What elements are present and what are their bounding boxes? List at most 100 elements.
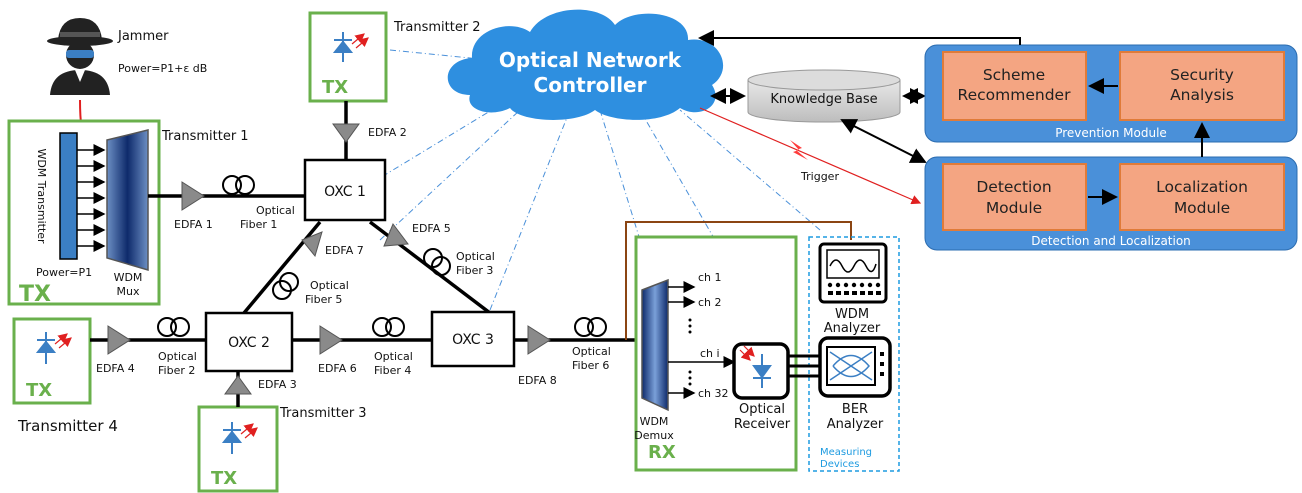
t1-tx-tag: TX bbox=[19, 282, 51, 307]
wdm-demux-icon bbox=[641, 278, 669, 412]
spy-icon bbox=[47, 18, 113, 95]
transmitter-2[interactable]: TX bbox=[308, 11, 388, 103]
channel-2-label: ch 2 bbox=[698, 296, 722, 309]
oxc-3[interactable]: OXC 3 bbox=[430, 310, 516, 368]
fiber-5-line2: Fiber 5 bbox=[305, 293, 342, 306]
wdm-transmitter-label: WDM Transmitter bbox=[35, 148, 48, 244]
transmitter-1-label: Transmitter 1 bbox=[161, 129, 249, 144]
fiber-4-coil-icon bbox=[372, 317, 405, 337]
channel-32-label: ch 32 bbox=[698, 387, 729, 400]
channel-i-label: ch i bbox=[700, 347, 720, 360]
fiber-6-line2: Fiber 6 bbox=[572, 359, 609, 372]
incident-light-icon bbox=[739, 345, 755, 361]
oxc-1-label: OXC 1 bbox=[324, 184, 366, 200]
fiber-1-line2: Fiber 1 bbox=[240, 218, 277, 231]
wdm-analyzer[interactable] bbox=[818, 242, 888, 304]
wdm-mux-icon bbox=[106, 129, 149, 272]
receiver[interactable]: ch 1 ch 2 ch i ch 32 WDM Demux RX Optica… bbox=[634, 235, 798, 472]
edfa-3-icon bbox=[224, 375, 252, 395]
edfa-5-icon bbox=[383, 222, 409, 247]
edfa-3-label: EDFA 3 bbox=[258, 378, 297, 391]
fiber-6-line1: Optical bbox=[572, 345, 611, 358]
edfa-5-label: EDFA 5 bbox=[412, 222, 451, 235]
fiber-4-line2: Fiber 4 bbox=[374, 364, 411, 377]
edfa-6-label: EDFA 6 bbox=[318, 362, 357, 375]
prevention-module[interactable]: Scheme Recommender Security Analysis Pre… bbox=[924, 44, 1298, 143]
localization-line1: Localization bbox=[1156, 178, 1248, 196]
transmitter-3[interactable]: TX bbox=[197, 405, 279, 493]
jammer-label: Jammer bbox=[117, 29, 169, 44]
prevention-caption: Prevention Module bbox=[1055, 126, 1167, 140]
edfa-1-icon bbox=[181, 181, 205, 211]
rx-tag: RX bbox=[648, 442, 676, 463]
wdm-analyzer-line2: Analyzer bbox=[824, 321, 881, 336]
t1-mux-line2: Mux bbox=[117, 285, 140, 298]
detection-module-box[interactable] bbox=[942, 163, 1087, 231]
t4-tx-tag: TX bbox=[26, 380, 52, 401]
demux-line1: WDM bbox=[640, 415, 669, 428]
fiber-4-line1: Optical bbox=[374, 350, 413, 363]
wdm-analyzer-line1: WDM bbox=[835, 307, 869, 322]
detection-caption: Detection and Localization bbox=[1031, 234, 1191, 248]
monitor-tap-line bbox=[625, 221, 852, 340]
emission-arrows-icon bbox=[54, 333, 72, 349]
channel-ellipsis-top bbox=[688, 318, 692, 334]
oxc-1[interactable]: OXC 1 bbox=[303, 158, 387, 222]
transmitter-1[interactable]: WDM Transmitter Power=P1 WDM Mux TX bbox=[7, 119, 161, 307]
laser-diode-icon bbox=[221, 422, 243, 454]
detection-line1: Detection bbox=[976, 178, 1051, 196]
fiber-1-line1: Optical bbox=[256, 204, 295, 217]
t3-tx-tag: TX bbox=[211, 468, 237, 489]
t1-mux-line1: WDM bbox=[114, 271, 143, 284]
jammer-power: Power=P1+ε dB bbox=[118, 62, 207, 75]
measuring-caption-line1: Measuring bbox=[820, 447, 872, 458]
edfa-8-label: EDFA 8 bbox=[518, 374, 557, 387]
trigger-label: Trigger bbox=[800, 170, 839, 183]
controller-title-line1: Optical Network bbox=[499, 48, 682, 72]
lightning-icon bbox=[790, 140, 808, 160]
oxc-2[interactable]: OXC 2 bbox=[204, 311, 294, 373]
receiver-to-analyzer-lines bbox=[788, 354, 820, 378]
controller-title-line2: Controller bbox=[534, 73, 647, 97]
detection-module[interactable]: Detection Module Localization Module Det… bbox=[924, 156, 1298, 251]
optical-receiver[interactable] bbox=[732, 342, 790, 400]
knowledge-base-label: Knowledge Base bbox=[770, 92, 877, 107]
fiber-3-coil-icon bbox=[423, 248, 451, 276]
jammer[interactable]: Jammer Power=P1+ε dB bbox=[47, 18, 207, 95]
fiber-2-line1: Optical bbox=[158, 350, 197, 363]
demux-line2: Demux bbox=[634, 429, 674, 442]
laser-diode-icon bbox=[35, 332, 57, 364]
fiber-5-coil-icon bbox=[272, 272, 299, 300]
localization-line2: Module bbox=[1174, 199, 1230, 217]
measuring-devices[interactable]: WDM Analyzer BER Analyzer Measuring Devi… bbox=[808, 236, 900, 472]
wdm-transmitter-block bbox=[59, 132, 78, 260]
analyzer-screen bbox=[826, 249, 880, 279]
demux-channel-arrows bbox=[668, 281, 736, 399]
link-kb-detection bbox=[840, 119, 927, 163]
transmitter-4[interactable]: TX bbox=[12, 317, 92, 405]
ber-analyzer-line1: BER bbox=[842, 402, 868, 417]
fiber-6-coil-icon bbox=[574, 317, 607, 337]
edfa-7-icon bbox=[301, 231, 323, 258]
knowledge-base[interactable]: Knowledge Base bbox=[747, 69, 901, 123]
localization-module-box[interactable] bbox=[1119, 163, 1285, 231]
eye-diagram-icon bbox=[829, 351, 873, 381]
ber-buttons bbox=[880, 352, 884, 376]
transmitter-2-label: Transmitter 2 bbox=[393, 20, 481, 35]
security-analysis-box[interactable] bbox=[1119, 51, 1285, 121]
edfa-4-icon bbox=[107, 325, 131, 355]
fiber-5-line1: Optical bbox=[310, 279, 349, 292]
scheme-recommender-box[interactable] bbox=[942, 51, 1087, 121]
edfa-2-label: EDFA 2 bbox=[368, 126, 407, 139]
optical-network-controller[interactable]: Optical Network Controller bbox=[447, 9, 724, 120]
edfa-2-icon bbox=[332, 123, 360, 143]
fiber-1-coil-icon bbox=[222, 175, 255, 195]
edfa-8-icon bbox=[527, 325, 551, 355]
edfa-6-icon bbox=[319, 325, 343, 355]
transmitter-4-label: Transmitter 4 bbox=[17, 417, 118, 435]
edfa-1-label: EDFA 1 bbox=[174, 218, 213, 231]
optical-receiver-line1: Optical bbox=[739, 402, 785, 417]
trigger-line bbox=[699, 107, 922, 205]
ber-analyzer[interactable] bbox=[818, 336, 892, 398]
emission-arrows-icon bbox=[351, 33, 369, 49]
